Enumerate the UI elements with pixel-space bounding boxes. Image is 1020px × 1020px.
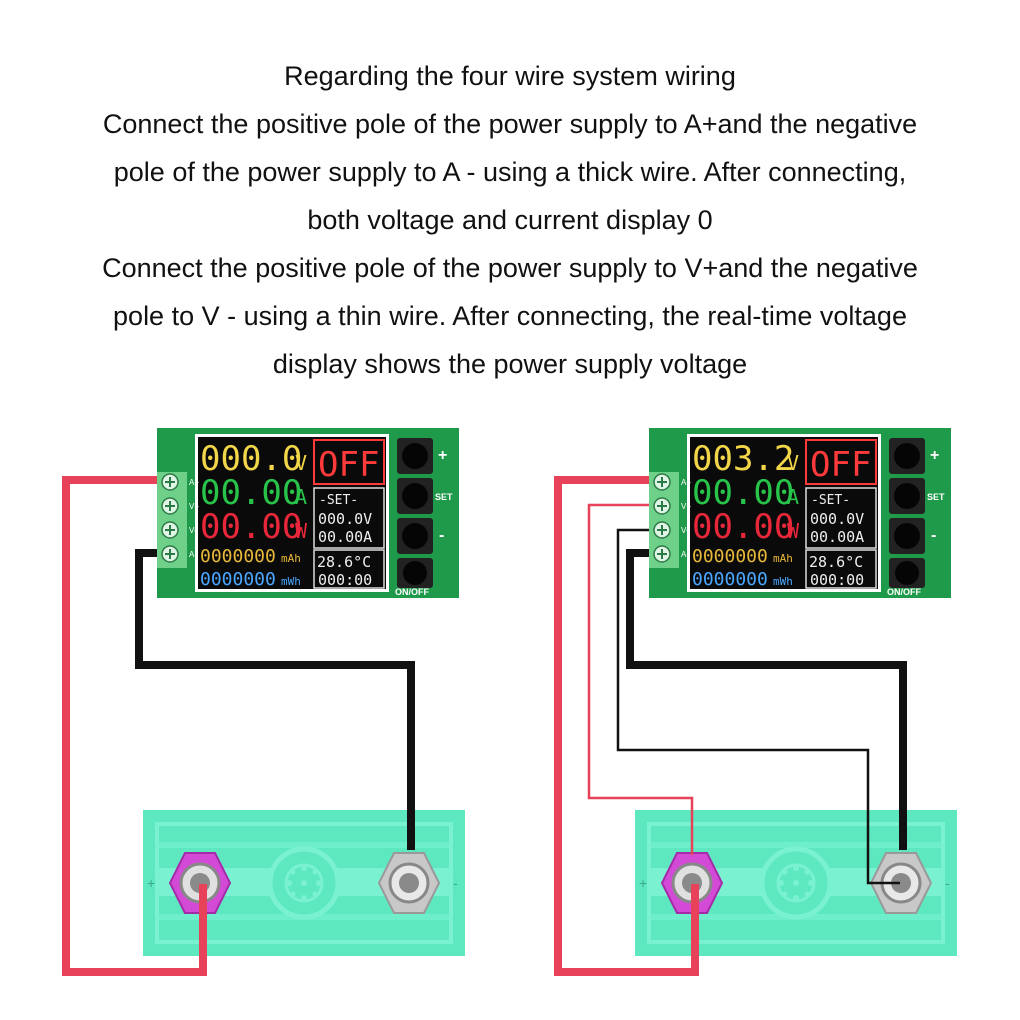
energy-unit: mWh — [281, 575, 301, 588]
temperature-readout: 28.6°C — [317, 553, 371, 571]
terminal-label: V- — [189, 526, 197, 535]
energy-readout: 0000000 — [200, 569, 276, 590]
battery-minus-label: - — [945, 875, 950, 891]
terminal-label: A- — [681, 550, 689, 559]
battery-plus-label: + — [639, 875, 647, 891]
right-diagram: + - A+ V+ V- A- 003.2 V 00.00 A 00.00 W … — [554, 427, 957, 976]
plus-button-label[interactable]: + — [438, 447, 447, 464]
status-readout: OFF — [318, 445, 379, 485]
set-current: 00.00A — [810, 528, 864, 546]
caption-line: both voltage and current display 0 — [307, 205, 713, 235]
terminal-label: V+ — [681, 502, 691, 511]
instruction-caption: Regarding the four wire system wiring Co… — [0, 52, 1020, 388]
time-readout: 000:00 — [318, 571, 372, 589]
set-voltage: 000.0V — [318, 510, 372, 528]
battery-left: + - — [143, 810, 465, 956]
positive-thin-wire — [587, 503, 694, 855]
terminal-label: V+ — [189, 502, 199, 511]
meter-board-right: A+ V+ V- A- 003.2 V 00.00 A 00.00 W OFF … — [648, 427, 952, 599]
minus-button-label[interactable]: - — [931, 527, 936, 544]
voltage-readout: 003.2 — [692, 439, 794, 479]
power-unit: W — [295, 519, 308, 543]
negative-thick-wire — [135, 549, 415, 850]
caption-line: Connect the positive pole of the power s… — [102, 253, 918, 283]
terminal-label: V- — [681, 526, 689, 535]
negative-thin-wire — [616, 528, 900, 885]
capacity-unit: mAh — [773, 552, 793, 565]
set-voltage: 000.0V — [810, 510, 864, 528]
capacity-readout: 0000000 — [692, 546, 768, 567]
battery-right: + - — [635, 810, 957, 956]
onoff-button-label[interactable]: ON/OFF — [887, 587, 921, 597]
terminal-label: A+ — [189, 478, 199, 487]
capacity-readout: 0000000 — [200, 546, 276, 567]
current-readout: 00.00 — [200, 473, 302, 513]
caption-line: Regarding the four wire system wiring — [284, 61, 736, 91]
voltage-unit: V — [787, 451, 799, 475]
set-label: -SET- — [319, 493, 358, 508]
onoff-button-label[interactable]: ON/OFF — [395, 587, 429, 597]
status-readout: OFF — [810, 445, 871, 485]
temperature-readout: 28.6°C — [809, 553, 863, 571]
voltage-unit: V — [295, 451, 307, 475]
capacity-unit: mAh — [281, 552, 301, 565]
time-readout: 000:00 — [810, 571, 864, 589]
meter-board-left: A+ V+ V- A- 000.0 V 00.00 A 00.00 W OFF … — [156, 427, 460, 599]
terminal-label: A- — [189, 550, 197, 559]
caption-line: pole of the power supply to A - using a … — [113, 157, 907, 187]
power-readout: 00.00 — [692, 507, 794, 547]
current-unit: A — [295, 485, 307, 509]
positive-thick-wire — [554, 476, 699, 976]
terminal-label: A+ — [681, 478, 691, 487]
power-readout: 00.00 — [200, 507, 302, 547]
caption-line: display shows the power supply voltage — [272, 349, 748, 379]
negative-thick-wire — [626, 549, 907, 850]
plus-button-label[interactable]: + — [930, 447, 939, 464]
set-button-label[interactable]: SET — [927, 492, 945, 502]
current-readout: 00.00 — [692, 473, 794, 513]
left-diagram: + - A+ V+ V- A- 000.0 V 00.00 A 00.00 W … — [62, 427, 465, 976]
caption-line: pole to V - using a thin wire. After con… — [113, 301, 907, 331]
caption-line: Connect the positive pole of the power s… — [102, 109, 918, 139]
battery-minus-label: - — [453, 875, 458, 891]
voltage-readout: 000.0 — [200, 439, 302, 479]
set-current: 00.00A — [318, 528, 372, 546]
positive-thick-wire — [62, 476, 207, 976]
energy-readout: 0000000 — [692, 569, 768, 590]
minus-button-label[interactable]: - — [439, 527, 444, 544]
power-unit: W — [787, 519, 800, 543]
current-unit: A — [787, 485, 799, 509]
battery-plus-label: + — [147, 875, 155, 891]
set-label: -SET- — [811, 493, 850, 508]
set-button-label[interactable]: SET — [435, 492, 453, 502]
energy-unit: mWh — [773, 575, 793, 588]
